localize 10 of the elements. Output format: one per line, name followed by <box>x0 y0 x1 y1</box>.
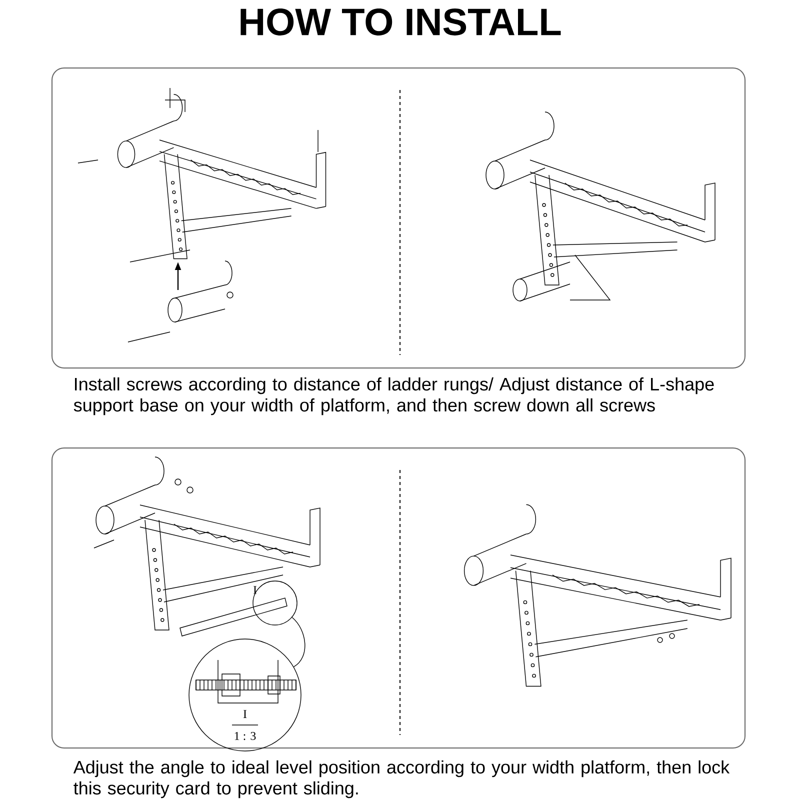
detail-label: I <box>253 586 257 594</box>
detail-label: I <box>243 710 247 718</box>
detail-label: 1 : 3 <box>234 732 256 740</box>
title: HOW TO INSTALL <box>240 8 561 36</box>
detail-circle <box>252 580 298 626</box>
detail-circle <box>188 638 302 752</box>
node-label: Adjust the angle to ideal level position according to your width platform, then lock this security card to prevent sliding. <box>73 760 730 798</box>
instruction-panel: Install screws according to distance of ladder rungs/ Adjust distance of L-shape support base on your width of platform, and then screw down all screws <box>52 68 746 416</box>
callout-connector <box>292 617 306 668</box>
node-label: Install screws according to distance of ladder rungs/ Adjust distance of L-shape support base on your width of platform, and then screw down all screws <box>74 377 714 416</box>
